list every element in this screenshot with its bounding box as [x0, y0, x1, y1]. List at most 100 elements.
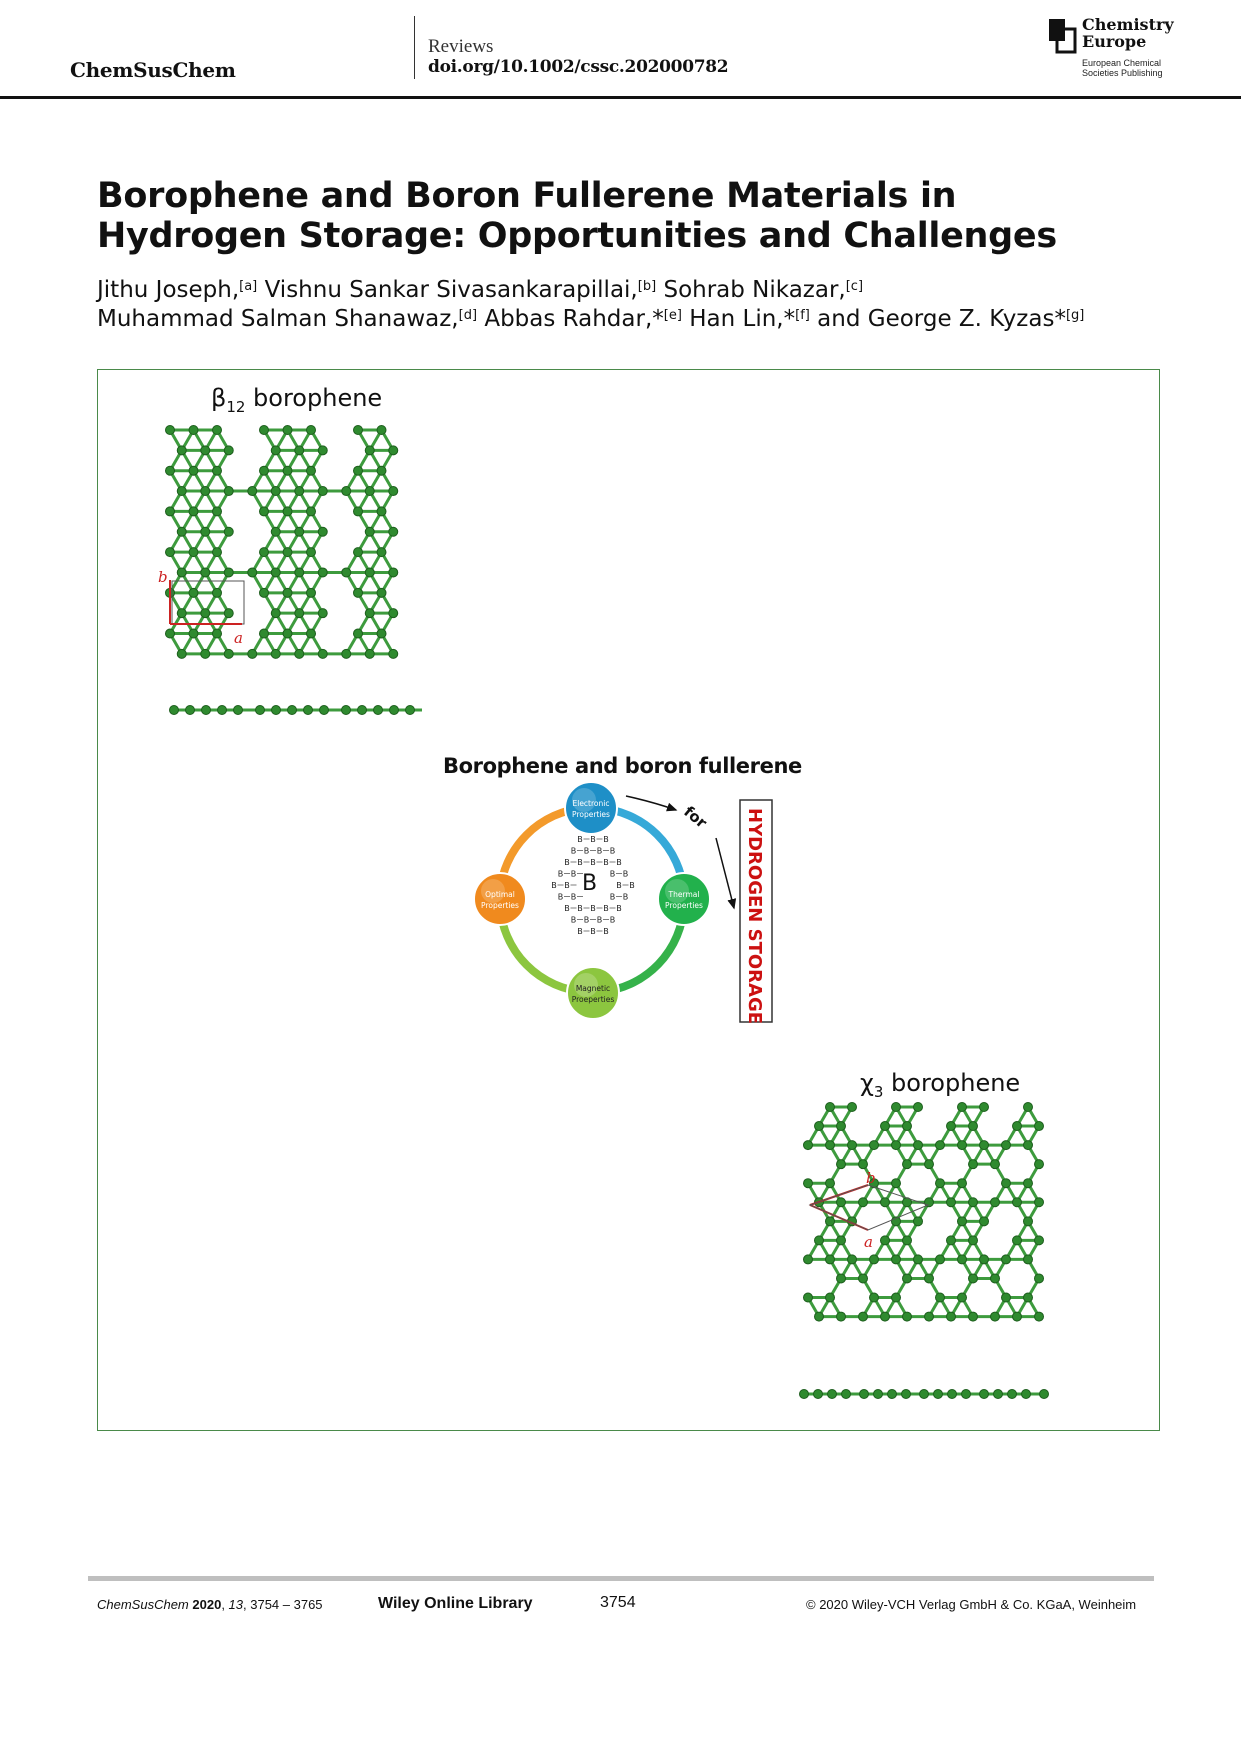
boron-atom-label: B [603, 904, 609, 913]
boron-atom [1001, 1254, 1011, 1265]
boron-atom [1012, 1235, 1022, 1246]
boron-atom-label: B [571, 870, 577, 879]
chi3-lattice-image: ba [803, 1102, 1044, 1322]
atom-layer [165, 425, 399, 659]
svg-text:Electronic: Electronic [573, 799, 610, 808]
boron-atom [287, 705, 297, 715]
boron-atom [353, 547, 363, 558]
boron-atom [169, 705, 179, 715]
boron-atom [1012, 1121, 1022, 1132]
boron-atom [271, 705, 281, 715]
logo-line1: Chemistry [1082, 15, 1174, 34]
boron-atom [803, 1254, 813, 1265]
svg-text:Thermal: Thermal [668, 890, 700, 899]
boron-atom [814, 1121, 824, 1132]
svg-text:Magnetic: Magnetic [576, 984, 610, 993]
boron-atom [165, 628, 175, 639]
boron-atom [176, 608, 187, 619]
boron-atom [247, 486, 258, 497]
boron-atom-label: B [597, 916, 603, 925]
boron-atom [188, 425, 199, 435]
boron-atom [990, 1273, 1000, 1284]
boron-atom [376, 425, 387, 435]
axis-a-label: a [234, 629, 243, 647]
boron-atom [869, 1254, 879, 1265]
boron-atom [1001, 1178, 1011, 1189]
author[interactable]: Vishnu Sankar Sivasankarapillai, [264, 277, 638, 303]
boron-atom [223, 608, 234, 619]
boron-atom [353, 628, 363, 639]
chemistry-europe-logo-icon [1049, 19, 1077, 54]
boron-atom [979, 1140, 989, 1151]
boron-atom [270, 445, 281, 456]
boron-atom [317, 608, 328, 619]
boron-atom [212, 425, 222, 435]
thermal-properties-node[interactable]: Thermal Properties [657, 872, 711, 926]
boron-atom [405, 705, 415, 715]
boron-atom [364, 445, 375, 456]
boron-atom [891, 1254, 901, 1265]
boron-atom [814, 1235, 824, 1246]
boron-atom [223, 648, 234, 659]
author[interactable]: Han Lin,* [689, 306, 796, 332]
magnetic-properties-node[interactable]: Magnetic Proeperties [566, 966, 620, 1020]
boron-atom [979, 1216, 989, 1227]
boron-atom [233, 705, 243, 715]
boron-atom [388, 526, 399, 537]
boron-atom [212, 465, 222, 476]
boron-atom [990, 1197, 1000, 1208]
boron-atom [303, 705, 313, 715]
author[interactable]: and George Z. Kyzas* [817, 306, 1066, 332]
boron-atom [979, 1254, 989, 1265]
boron-atom [935, 1140, 945, 1151]
boron-atom [946, 1311, 956, 1322]
boron-atom [306, 628, 316, 639]
boron-atom-label: B [610, 847, 616, 856]
boron-atom [961, 1389, 971, 1399]
boron-atom [212, 506, 222, 517]
author[interactable]: Abbas Rahdar,* [484, 306, 664, 332]
boron-atom [1023, 1292, 1033, 1303]
logo-line2: Europe [1082, 32, 1147, 51]
boron-atom [902, 1235, 912, 1246]
boron-atom [341, 486, 352, 497]
boron-atom [891, 1178, 901, 1189]
optimal-properties-node[interactable]: Optimal Properties [473, 872, 527, 926]
author[interactable]: Jithu Joseph, [97, 277, 240, 303]
boron-atom [887, 1389, 897, 1399]
doi-link[interactable]: doi.org/10.1002/cssc.202000782 [428, 57, 729, 77]
boron-atom [901, 1389, 911, 1399]
boron-atom [968, 1197, 978, 1208]
boron-atom-label: B [603, 927, 609, 936]
boron-atom [270, 526, 281, 537]
boron-atom [1039, 1389, 1049, 1399]
boron-atom [185, 705, 195, 715]
boron-atom-label: B [571, 916, 577, 925]
boron-atom [1023, 1254, 1033, 1265]
electronic-properties-node[interactable]: Electronic Properties [564, 781, 618, 835]
boron-atom [880, 1235, 890, 1246]
boron-atom-label: B [603, 835, 609, 844]
author[interactable]: Muhammad Salman Shanawaz, [97, 306, 459, 332]
author[interactable]: Sohrab Nikazar, [663, 277, 846, 303]
svg-text:Properties: Properties [481, 901, 519, 910]
boron-atom [223, 526, 234, 537]
boron-atom [306, 547, 316, 558]
boron-atom [836, 1159, 846, 1170]
boron-atom [200, 567, 211, 578]
boron-atom [968, 1121, 978, 1132]
boron-atom [1034, 1273, 1044, 1284]
boron-atom [869, 1140, 879, 1151]
boron-atom [200, 445, 211, 456]
boron-atom [814, 1311, 824, 1322]
boron-atom [841, 1389, 851, 1399]
boron-atom [799, 1389, 809, 1399]
boron-atom [891, 1292, 901, 1303]
boron-atom [294, 486, 305, 497]
boron-atom [803, 1178, 813, 1189]
boron-atom [919, 1389, 929, 1399]
boron-atom [376, 547, 387, 558]
boron-atom [388, 486, 399, 497]
wiley-online-library-link[interactable]: Wiley Online Library [378, 1595, 533, 1612]
